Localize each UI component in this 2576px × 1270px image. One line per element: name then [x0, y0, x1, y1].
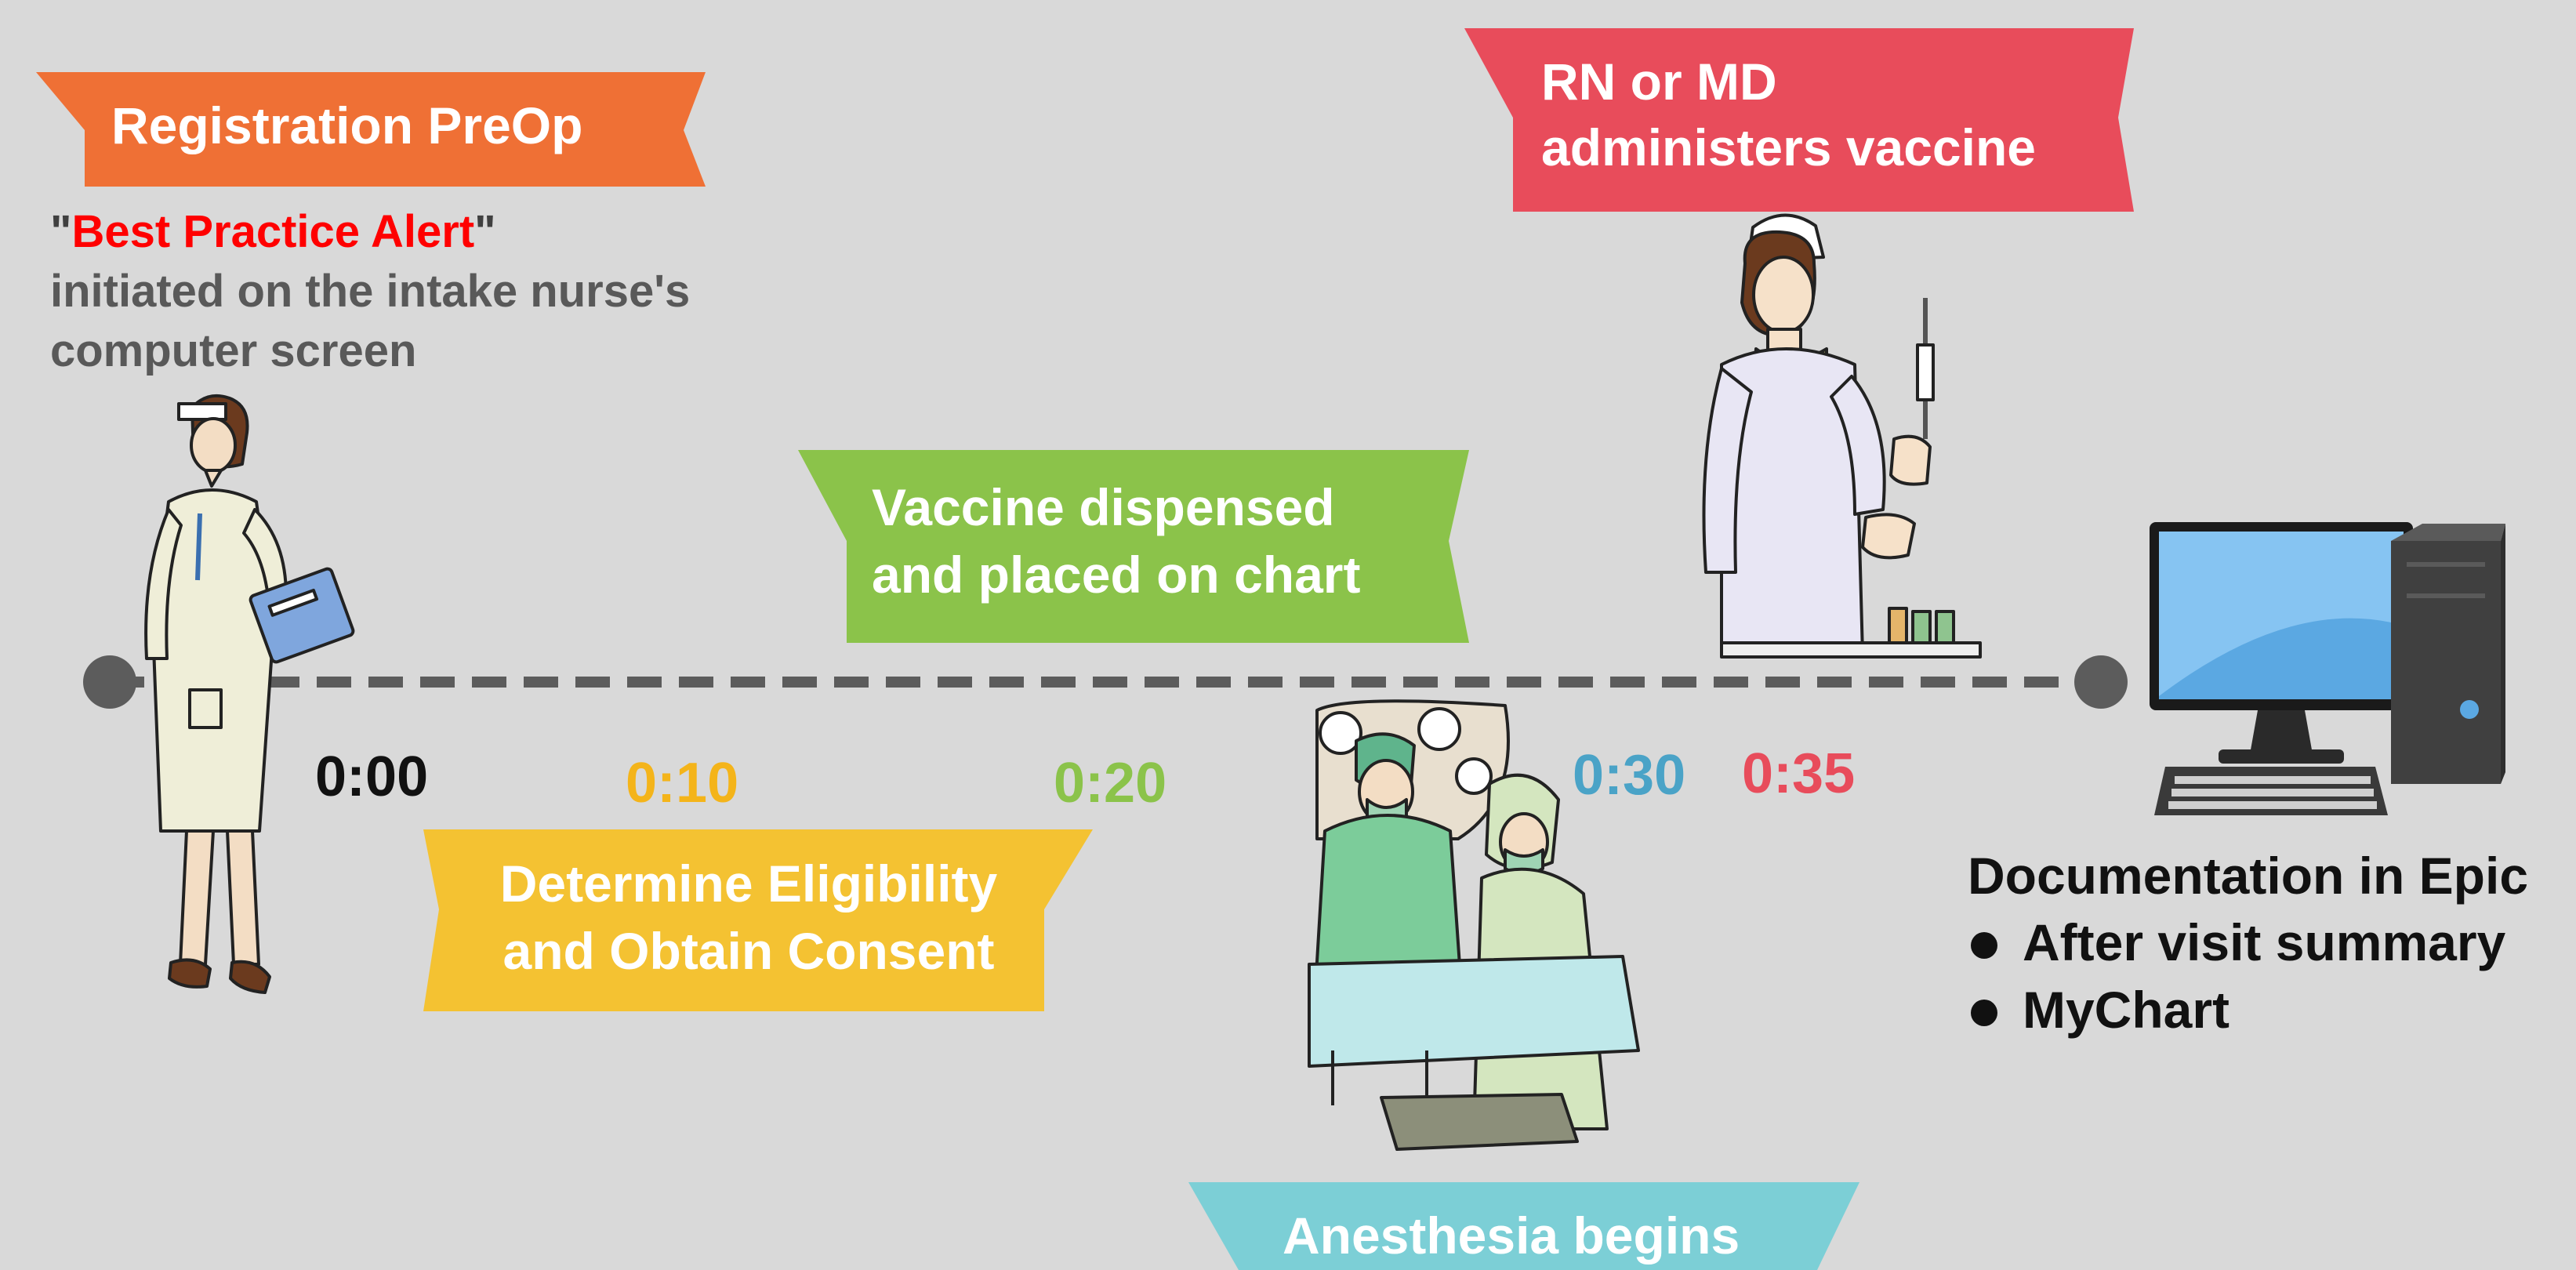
administers-line2: administers vaccine	[1541, 118, 2036, 176]
nurse-with-clipboard-illustration	[144, 394, 355, 994]
dispensed-banner	[798, 450, 1469, 643]
registration-label: Registration PreOp	[111, 96, 583, 154]
anesthesia-banner	[1188, 1182, 1859, 1270]
administers-line1: RN or MD	[1541, 53, 1777, 111]
alert-quote-open: "	[50, 206, 72, 257]
dispensed-line1: Vaccine dispensed	[872, 478, 1335, 536]
time-0-00: 0:00	[315, 746, 429, 808]
determine-banner	[423, 829, 1093, 1011]
documentation-item-label: MyChart	[2023, 981, 2230, 1039]
time-0-35: 0:35	[1742, 742, 1856, 805]
nurse-with-syringe-illustration	[1702, 213, 1982, 659]
documentation-item: MyChart	[1968, 976, 2576, 1043]
dispensed-line2: and placed on chart	[872, 546, 1361, 604]
time-0-30: 0:30	[1573, 744, 1686, 807]
documentation-block: Documentation in Epic After visit summar…	[1968, 843, 2576, 1043]
administers-label: RN or MD administers vaccine	[1541, 49, 2036, 180]
dispensed-label: Vaccine dispensed and placed on chart	[872, 474, 1360, 608]
alert-quote-close: "	[474, 206, 496, 257]
desktop-computer-illustration	[2150, 522, 2505, 815]
timeline-start-dot	[83, 655, 136, 709]
determine-line1: Determine Eligibility	[499, 855, 998, 913]
alert-description: "Best Practice Alert" initiated on the i…	[50, 202, 787, 381]
surgical-team-illustration	[1308, 699, 1640, 1151]
documentation-item: After visit summary	[1968, 909, 2576, 976]
bullet-icon	[1971, 1000, 1997, 1026]
bullet-icon	[1971, 932, 1997, 959]
time-0-20: 0:20	[1054, 752, 1167, 815]
alert-line2: initiated on the intake nurse's	[50, 266, 691, 317]
documentation-item-label: After visit summary	[2023, 913, 2506, 971]
registration-banner	[36, 72, 706, 187]
timeline-end-dot	[2074, 655, 2128, 709]
alert-line3: computer screen	[50, 325, 417, 376]
determine-line2: and Obtain Consent	[503, 922, 995, 980]
documentation-title: Documentation in Epic	[1968, 847, 2529, 905]
timeline	[83, 655, 2128, 709]
alert-line1: "Best Practice Alert"	[50, 202, 787, 262]
administers-banner	[1464, 28, 2134, 212]
anesthesia-label: Anesthesia begins	[1283, 1206, 1740, 1265]
best-practice-alert: Best Practice Alert	[71, 206, 475, 257]
time-0-10: 0:10	[626, 752, 739, 815]
determine-label: Determine Eligibility and Obtain Consent	[439, 850, 1058, 985]
